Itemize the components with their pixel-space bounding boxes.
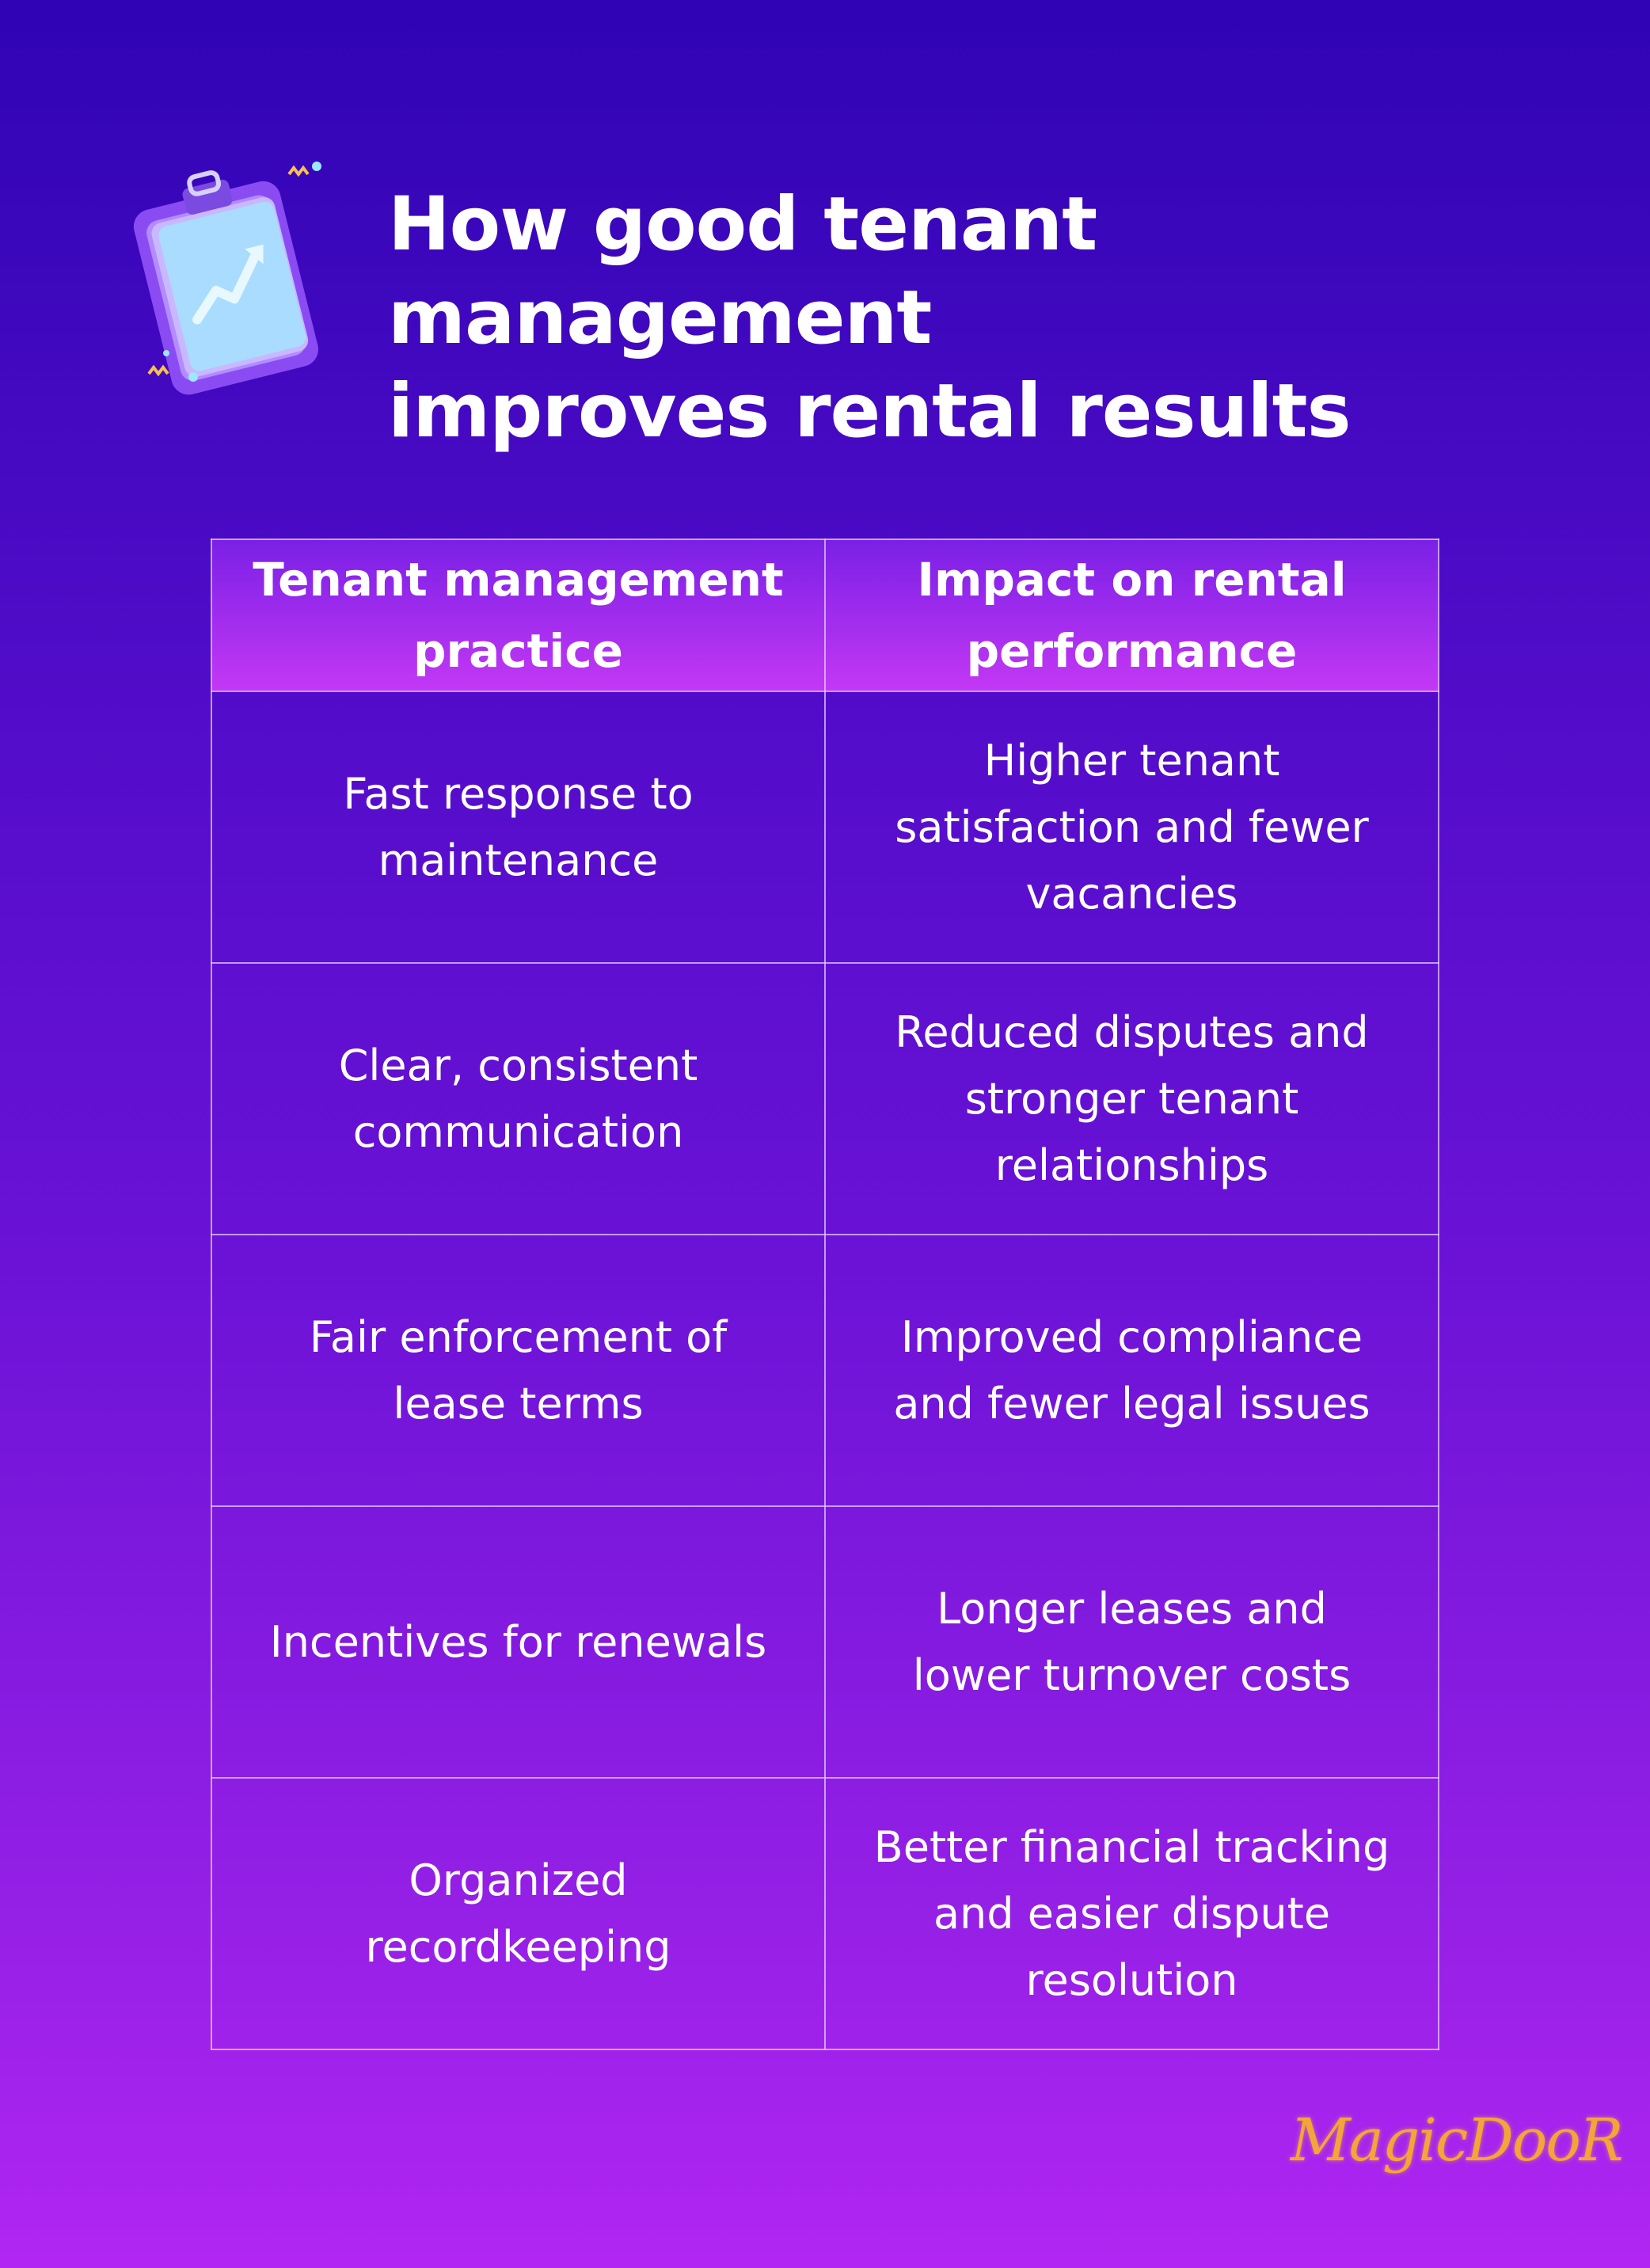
- logo-text: MagicDooR: [1291, 2106, 1624, 2175]
- clipboard-chart-icon: [133, 162, 321, 395]
- impact-cell: Better financial tracking and easier dis…: [824, 1777, 1439, 2050]
- practice-cell: Incentives for renewals: [211, 1505, 826, 1779]
- title-line-2: improves rental results: [388, 368, 1352, 455]
- impact-cell: Improved compliance and fewer legal issu…: [824, 1234, 1439, 1507]
- table-row: Fast response to maintenance Higher tena…: [211, 691, 1439, 964]
- table-header: Tenant management practice Impact on ren…: [211, 538, 1439, 692]
- practice-cell: Fair enforcement of lease terms: [211, 1234, 826, 1507]
- practice-cell: Clear, consistent communication: [211, 962, 826, 1235]
- practice-cell: Organized recordkeeping: [211, 1777, 826, 2050]
- practice-cell: Fast response to maintenance: [211, 691, 826, 964]
- column-header-impact: Impact on rental performance: [824, 538, 1439, 692]
- impact-cell: Higher tenant satisfaction and fewer vac…: [824, 691, 1439, 964]
- table-row: Organized recordkeeping Better financial…: [211, 1777, 1439, 2050]
- table-header-row: Tenant management practice Impact on ren…: [211, 538, 1439, 692]
- table-row: Fair enforcement of lease terms Improved…: [211, 1234, 1439, 1507]
- page-title: How good tenant management improves rent…: [388, 178, 1623, 459]
- impact-cell: Longer leases and lower turnover costs: [824, 1505, 1439, 1779]
- impact-cell: Reduced disputes and stronger tenant rel…: [824, 962, 1439, 1235]
- column-header-practice: Tenant management practice: [211, 538, 826, 692]
- title-line-1: How good tenant management: [388, 181, 1097, 361]
- magicdoor-logo: MagicDooR: [1291, 2106, 1624, 2194]
- table-row: Clear, consistent communication Reduced …: [211, 962, 1439, 1235]
- table-row: Incentives for renewals Longer leases an…: [211, 1505, 1439, 1779]
- header: How good tenant management improves rent…: [0, 0, 1650, 455]
- table-body: Fast response to maintenance Higher tena…: [211, 691, 1439, 2050]
- tenant-management-table: Tenant management practice Impact on ren…: [211, 538, 1439, 2050]
